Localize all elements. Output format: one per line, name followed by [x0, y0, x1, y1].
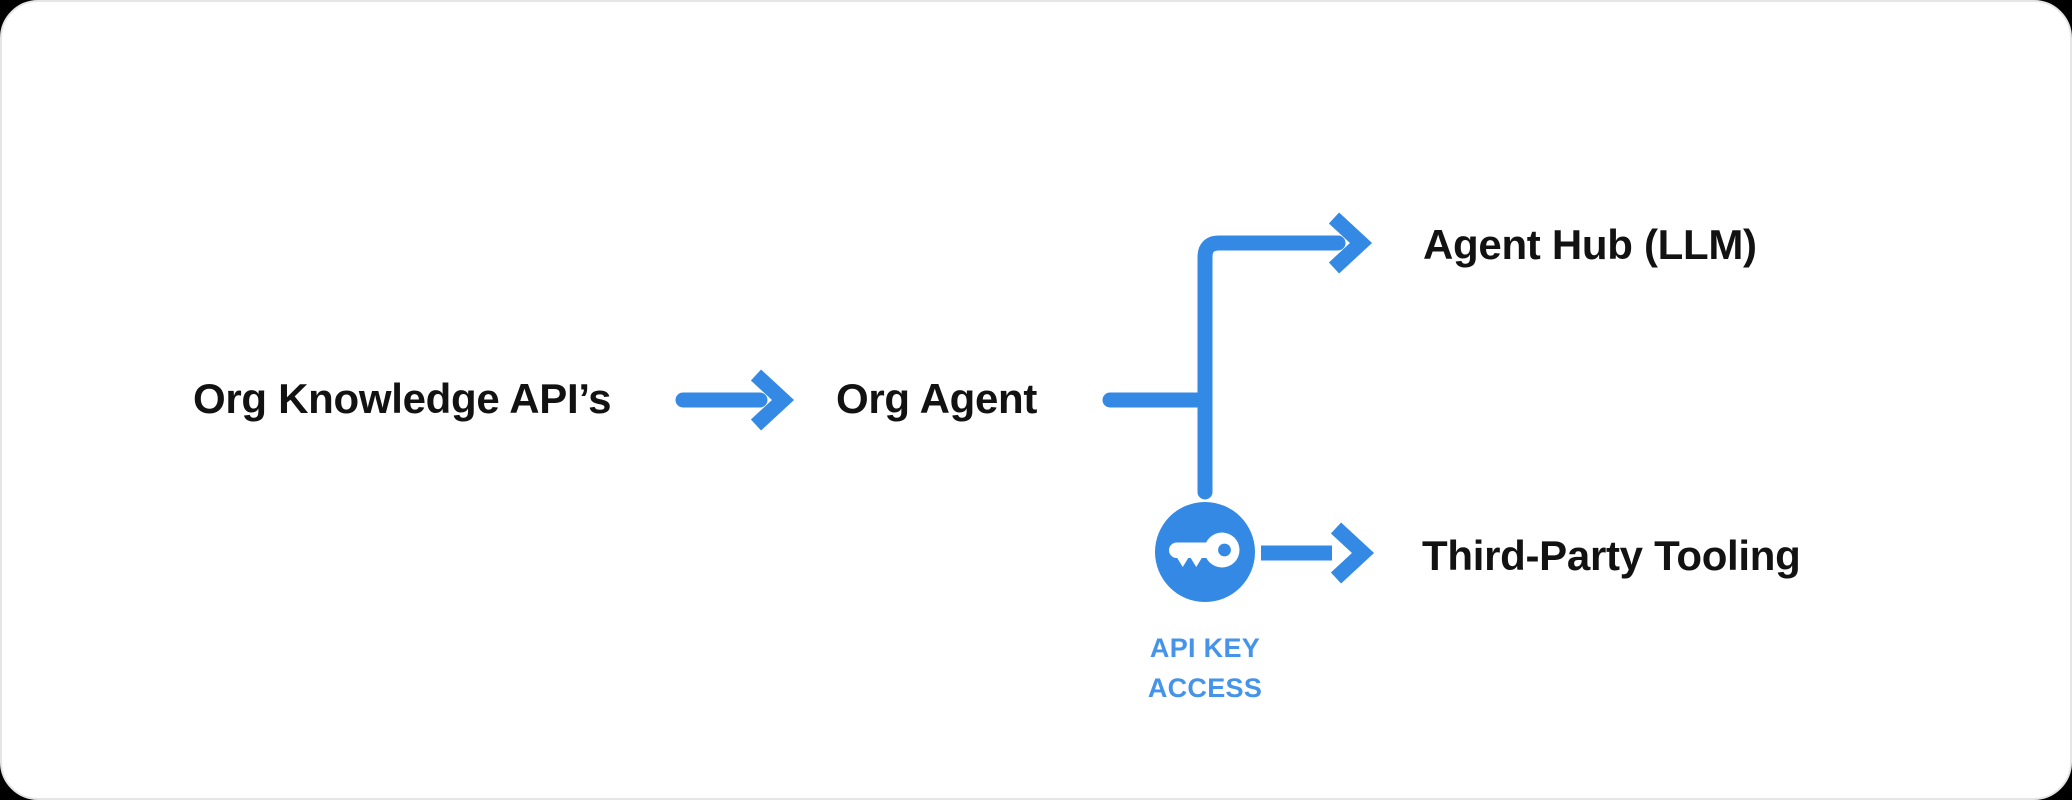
api-key-caption-line1: API KEY — [1149, 633, 1261, 663]
node-label-third-party-tooling: Third-Party Tooling — [1422, 532, 1801, 580]
node-label-agent-hub: Agent Hub (LLM) — [1423, 221, 1757, 269]
api-key-caption-line2: ACCESS — [1147, 673, 1263, 703]
api-key-access-caption: API KEY ACCESS — [1148, 628, 1262, 708]
node-label-org-knowledge-apis: Org Knowledge API’s — [193, 375, 612, 423]
node-label-org-agent: Org Agent — [836, 375, 1038, 423]
